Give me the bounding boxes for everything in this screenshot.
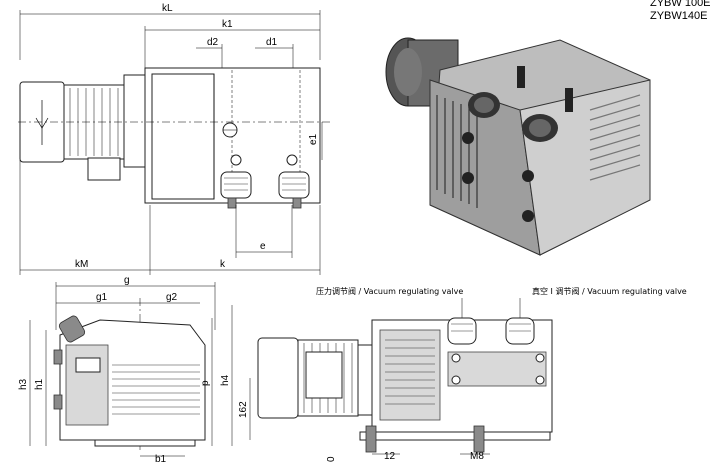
dim-kM: kM <box>75 259 88 270</box>
dim-e: e <box>260 241 266 252</box>
dim-g: g <box>124 275 130 286</box>
dim-k1: k1 <box>222 19 233 30</box>
front-view: g g1 g2 h3 h1 p h4 <box>18 275 233 463</box>
dim-162: 162 <box>238 401 249 418</box>
dim-h4: h4 <box>220 374 231 386</box>
top-view: kL k1 d2 d1 e1 <box>18 3 330 275</box>
dim-m8: M8 <box>470 451 484 462</box>
pump-product-image <box>385 37 651 256</box>
dim-p: p <box>200 380 211 386</box>
dim-e1: e1 <box>308 133 319 145</box>
dim-kL: kL <box>162 3 173 14</box>
dim-0: 0 <box>326 456 337 462</box>
dim-h3: h3 <box>18 378 29 390</box>
dim-h1: h1 <box>34 378 45 390</box>
dim-k: k <box>220 259 226 270</box>
model-label-1: ZYBW 100E <box>650 0 711 9</box>
dim-d2: d2 <box>207 37 219 48</box>
dim-g2: g2 <box>166 292 178 303</box>
dim-g1: g1 <box>96 292 108 303</box>
dim-12: 12 <box>384 451 396 462</box>
model-label-2: ZYBW140E <box>650 10 707 22</box>
pressure-valve-label: 压力调节阀 / Vacuum regulating valve <box>316 286 463 296</box>
dim-b1: b1 <box>155 454 167 463</box>
vacuum-valve-label: 真空 I 调节阀 / Vacuum regulating valve <box>532 286 687 296</box>
side-view: 压力调节阀 / Vacuum regulating valve 真空 I 调节阀… <box>238 286 687 462</box>
dim-d1: d1 <box>266 37 278 48</box>
